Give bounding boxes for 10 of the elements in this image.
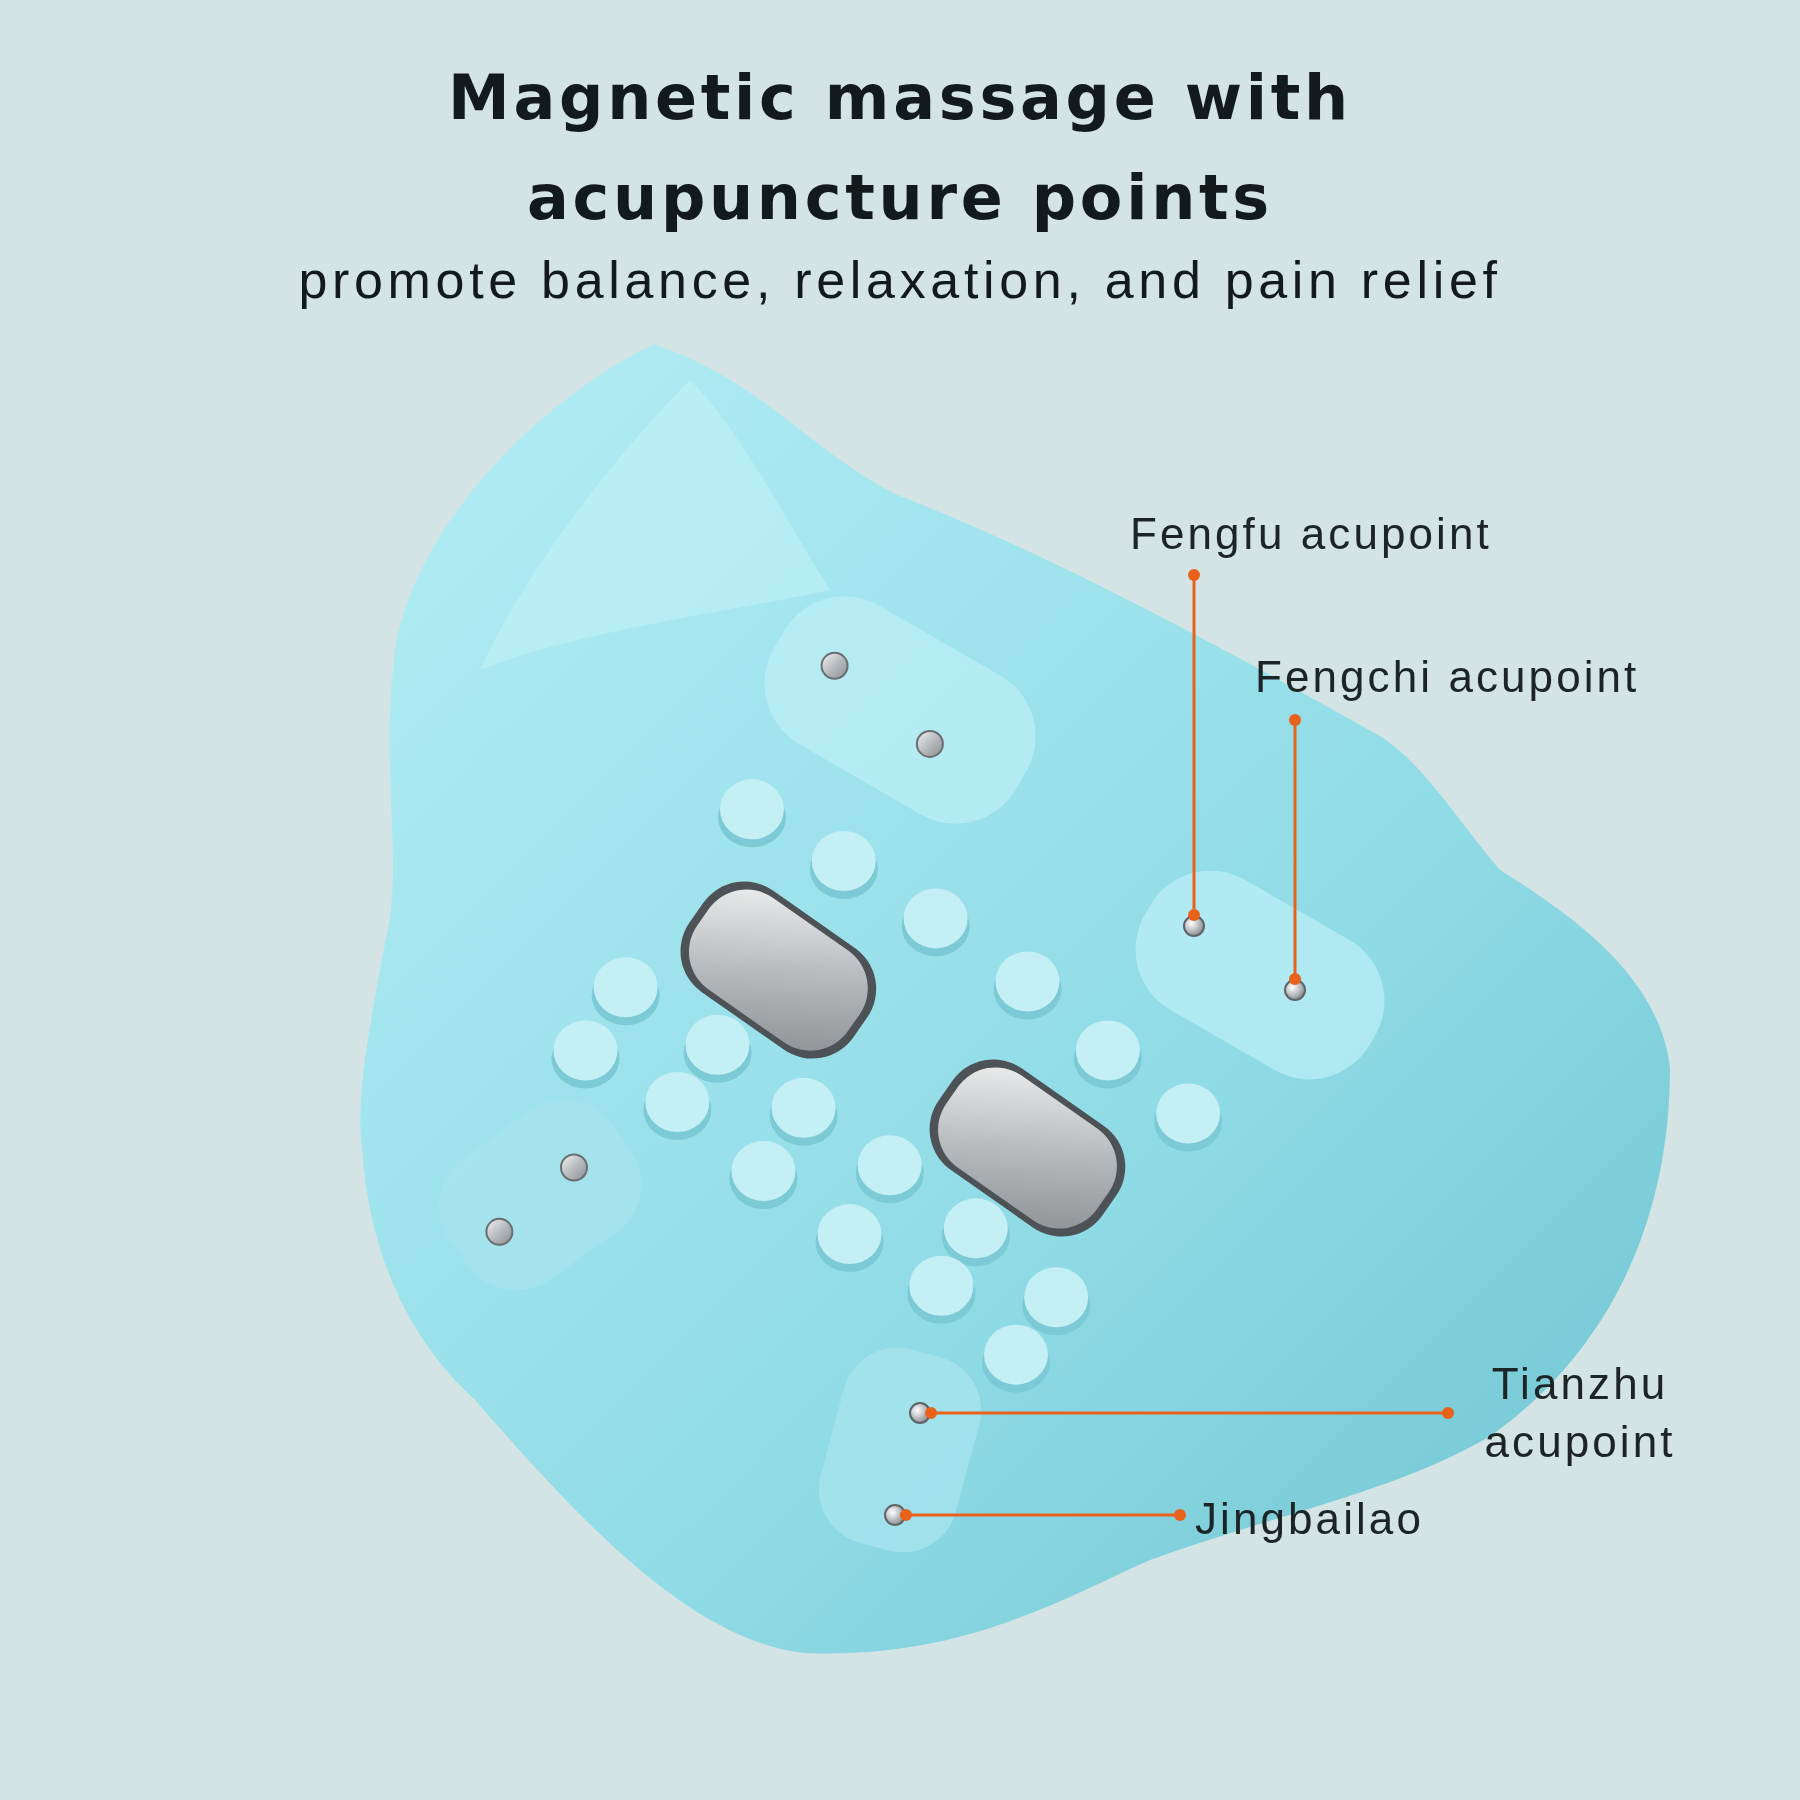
leader-line <box>900 1509 1186 1521</box>
title: Magnetic massage with acupuncture points <box>447 60 1353 236</box>
leader-line <box>925 1407 1454 1419</box>
leader-line <box>1289 714 1301 985</box>
leader-line <box>1188 569 1200 921</box>
callout-label: Fengchi acupoint <box>1255 651 1641 703</box>
callout-label: Tianzhu acupoint <box>1483 1358 1677 1468</box>
subtitle: promote balance, relaxation, and pain relief <box>298 250 1502 311</box>
callout-label: Jingbailao <box>1195 1493 1425 1545</box>
callout-label: Fengfu acupoint <box>1130 508 1493 560</box>
